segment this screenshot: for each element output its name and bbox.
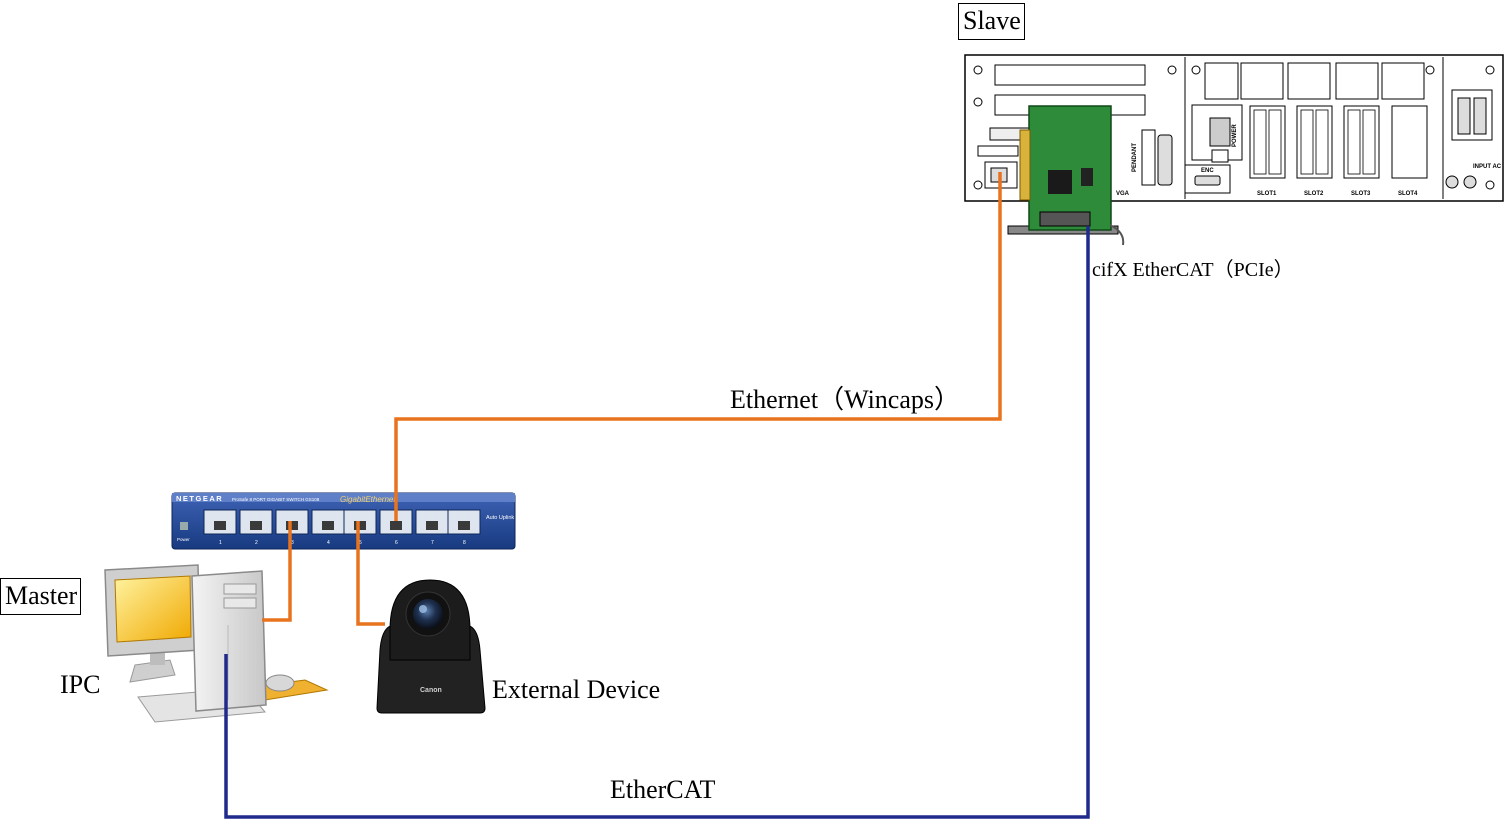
cifx-label: cifX EtherCAT（PCIe） [1092,259,1294,281]
ethercat-cable [224,226,1090,819]
ethernet-cables [262,172,1002,626]
slot3-label: SLOT3 [1351,191,1371,197]
input-ac-label: INPUT AC [1473,164,1502,170]
pendant-label: PENDANT [1132,143,1138,172]
slot2-label: SLOT2 [1304,191,1324,197]
ethernet-cable-switch-to-slave [394,172,1002,521]
master-label: Master [0,578,82,615]
switch-port-4-label: 4 [327,540,330,546]
ethernet-cable-switch-to-ipc [262,521,292,622]
external-device-camera: Canon [376,579,486,714]
switch-port-2-label: 2 [255,540,258,546]
switch-gigabit: GigabitEthernet [340,495,396,504]
ethernet-cable-switch-to-camera [356,521,385,626]
ethercat-label: EtherCAT [610,775,716,804]
switch-model: ProSafe 8 PORT GIGABIT SWITCH GS108 [232,497,320,502]
switch-brand: NETGEAR [176,494,223,503]
slave-label: Slave [958,3,1025,40]
switch-port-7-label: 7 [431,540,434,546]
camera-brand: Canon [420,687,442,694]
switch-port-8-label: 8 [463,540,466,546]
slot4-label: SLOT4 [1398,191,1418,197]
switch-port-5-label: 5 [359,540,362,546]
switch-port-6-label: 6 [395,540,398,546]
switch-port-3-label: 3 [291,540,294,546]
ipc-label: IPC [60,670,101,699]
switch-power-label: Power [177,537,190,542]
network-switch: NETGEAR ProSafe 8 PORT GIGABIT SWITCH GS… [171,492,516,550]
external-device-label: External Device [492,675,661,704]
switch-port-1-label: 1 [219,540,222,546]
vga-label: VGA [1116,191,1130,197]
power-label: POWER [1232,124,1238,147]
enc-label: ENC [1201,168,1214,174]
ethernet-label: Ethernet（Wincaps） [730,385,960,414]
slot1-label: SLOT1 [1257,191,1277,197]
switch-auto-uplink: Auto Uplink [486,515,514,521]
ipc-computer [104,564,329,723]
cifx-pcie-card [1007,105,1125,246]
